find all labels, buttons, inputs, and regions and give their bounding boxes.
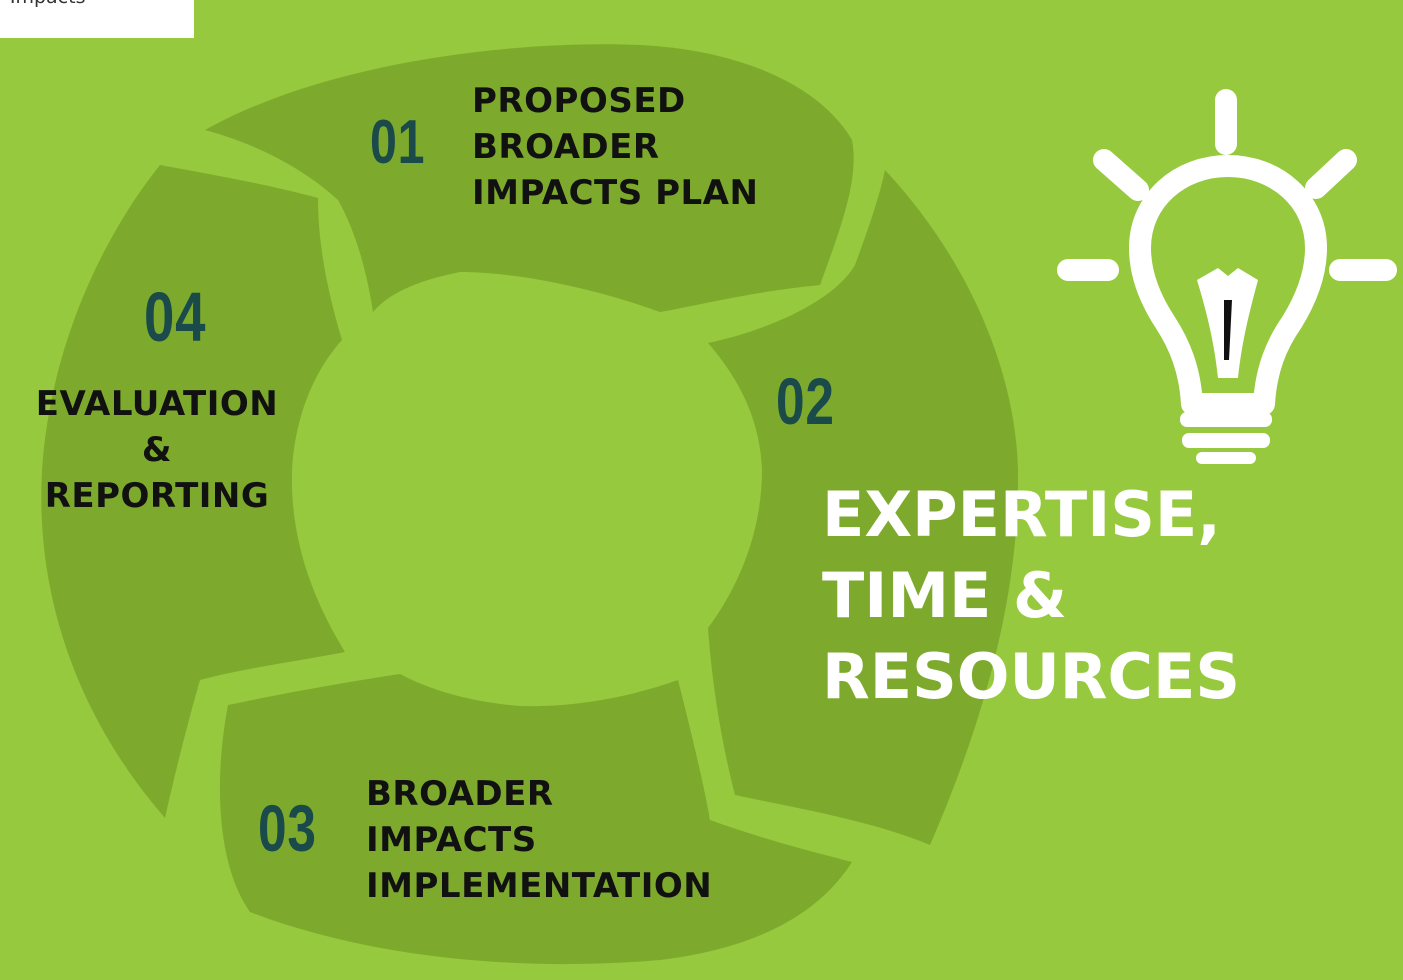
segment-02 — [708, 170, 1019, 845]
step-03-number: 03 — [258, 791, 317, 865]
step-01-number: 01 — [370, 108, 426, 177]
lightbulb-icon — [1057, 89, 1397, 464]
step-01-line-2: BROADER — [472, 127, 660, 168]
step-03-label: BROADER IMPACTS IMPLEMENTATION — [366, 771, 712, 910]
step-04-line-2: & — [141, 430, 173, 471]
headline-line-2: TIME & — [822, 559, 1068, 633]
corner-caption-tab: r Impacts — [0, 0, 194, 38]
segment-04 — [41, 165, 346, 818]
step-03-line-2: IMPACTS — [366, 820, 537, 861]
step-03-line-3: IMPLEMENTATION — [366, 866, 713, 907]
step-04-line-3: REPORTING — [44, 476, 270, 517]
segment-01 — [205, 44, 854, 313]
headline-line-1: EXPERTISE, — [822, 478, 1221, 551]
step-01-line-1: PROPOSED — [472, 81, 686, 121]
step-04-label: EVALUATION & REPORTING — [18, 381, 296, 520]
step-02-number: 02 — [776, 364, 835, 438]
center-headline: EXPERTISE, TIME & RESOURCES — [822, 474, 1240, 718]
step-04-line-1: EVALUATION — [35, 384, 279, 424]
step-04-number: 04 — [144, 278, 207, 356]
step-01-line-3: IMPACTS PLAN — [472, 173, 759, 214]
segment-03 — [219, 674, 853, 965]
headline-line-3: RESOURCES — [822, 640, 1241, 714]
step-01-label: PROPOSED BROADER IMPACTS PLAN — [472, 78, 758, 217]
step-03-line-1: BROADER — [366, 774, 554, 814]
corner-caption: r Impacts — [0, 0, 85, 8]
